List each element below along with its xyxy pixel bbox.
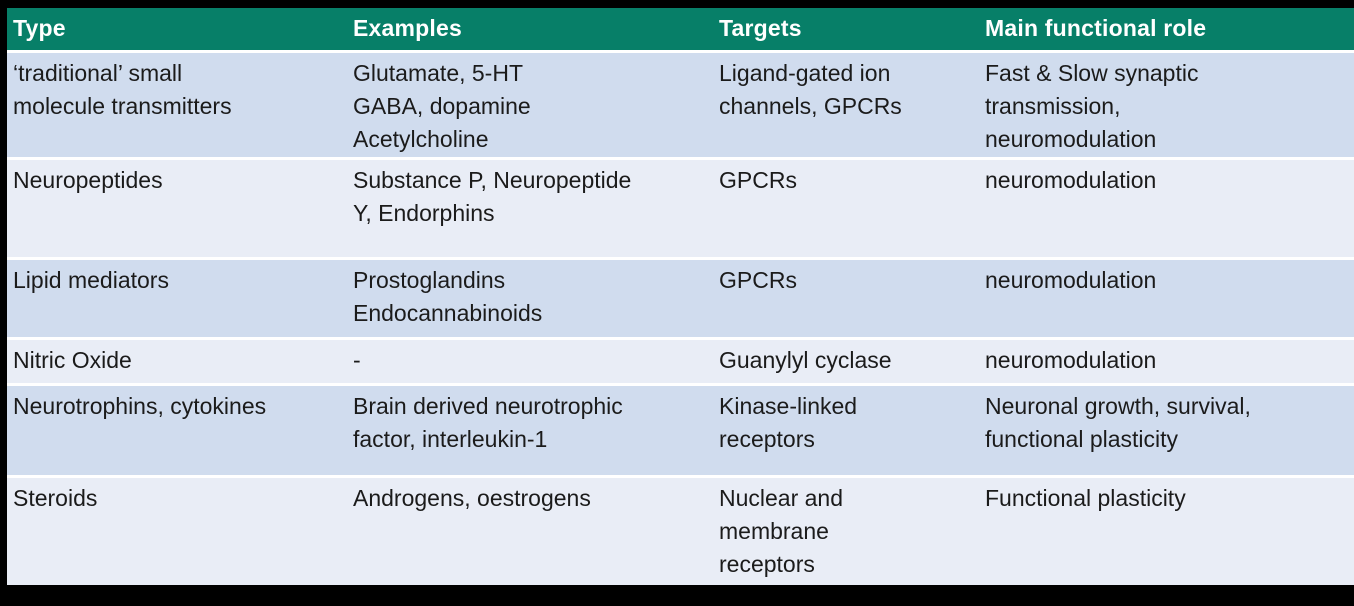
cell-role: neuromodulation bbox=[979, 260, 1354, 340]
cell-role: neuromodulation bbox=[979, 160, 1354, 260]
neurotransmitter-types-table: Type Examples Targets Main functional ro… bbox=[7, 8, 1354, 585]
header-row: Type Examples Targets Main functional ro… bbox=[7, 8, 1354, 53]
table-row: ‘traditional’ small molecule transmitter… bbox=[7, 53, 1354, 160]
cell-role: Neuronal growth, survival, functional pl… bbox=[979, 386, 1354, 478]
cell-targets: Nuclear and membrane receptors bbox=[713, 478, 979, 585]
table-row: Neurotrophins, cytokines Brain derived n… bbox=[7, 386, 1354, 478]
cell-targets: GPCRs bbox=[713, 260, 979, 340]
cell-targets: Kinase-linked receptors bbox=[713, 386, 979, 478]
cell-targets: GPCRs bbox=[713, 160, 979, 260]
table-row: Neuropeptides Substance P, Neuropeptide … bbox=[7, 160, 1354, 260]
cell-type: ‘traditional’ small molecule transmitter… bbox=[7, 53, 347, 160]
table-row: Lipid mediators Prostoglandins Endocanna… bbox=[7, 260, 1354, 340]
cell-type: Neurotrophins, cytokines bbox=[7, 386, 347, 478]
column-header-type: Type bbox=[7, 8, 347, 53]
cell-examples: Androgens, oestrogens bbox=[347, 478, 713, 585]
cell-targets: Guanylyl cyclase bbox=[713, 340, 979, 386]
column-header-targets: Targets bbox=[713, 8, 979, 53]
cell-examples: Substance P, Neuropeptide Y, Endorphins bbox=[347, 160, 713, 260]
cell-role: Functional plasticity bbox=[979, 478, 1354, 585]
table-row: Steroids Androgens, oestrogens Nuclear a… bbox=[7, 478, 1354, 585]
cell-type: Lipid mediators bbox=[7, 260, 347, 340]
cell-role: neuromodulation bbox=[979, 340, 1354, 386]
table-row: Nitric Oxide - Guanylyl cyclase neuromod… bbox=[7, 340, 1354, 386]
cell-type: Steroids bbox=[7, 478, 347, 585]
column-header-examples: Examples bbox=[347, 8, 713, 53]
column-header-main-functional-role: Main functional role bbox=[979, 8, 1354, 53]
cell-targets: Ligand-gated ion channels, GPCRs bbox=[713, 53, 979, 160]
cell-type: Nitric Oxide bbox=[7, 340, 347, 386]
cell-type: Neuropeptides bbox=[7, 160, 347, 260]
cell-examples: Glutamate, 5-HT GABA, dopamine Acetylcho… bbox=[347, 53, 713, 160]
cell-role: Fast & Slow synaptic transmission, neuro… bbox=[979, 53, 1354, 160]
cell-examples: Prostoglandins Endocannabinoids bbox=[347, 260, 713, 340]
cell-examples: - bbox=[347, 340, 713, 386]
cell-examples: Brain derived neurotrophic factor, inter… bbox=[347, 386, 713, 478]
